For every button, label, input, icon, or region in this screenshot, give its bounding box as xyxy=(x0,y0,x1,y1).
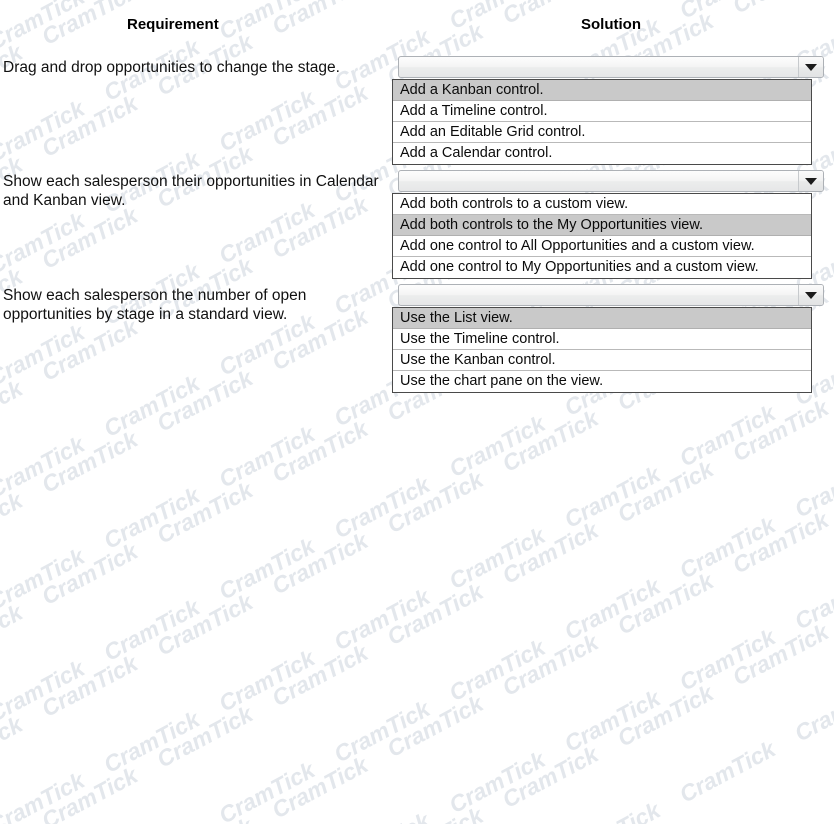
dropdown-toggle-button[interactable] xyxy=(798,57,823,77)
column-header-solution: Solution xyxy=(581,16,641,33)
solution-option-list[interactable]: Add a Kanban control. Add a Timeline con… xyxy=(392,79,812,165)
watermark-row: CramTickCramTickCramTickCramTickCramTick… xyxy=(383,618,833,824)
option-item[interactable]: Use the chart pane on the view. xyxy=(393,371,811,392)
solution-dropdown-group: Add a Kanban control. Add a Timeline con… xyxy=(392,56,824,165)
chevron-down-icon xyxy=(805,177,817,185)
option-item[interactable]: Add an Editable Grid control. xyxy=(393,122,811,143)
column-header-requirement: Requirement xyxy=(127,16,219,33)
option-item[interactable]: Use the Timeline control. xyxy=(393,329,811,350)
solution-option-list[interactable]: Use the List view. Use the Timeline cont… xyxy=(392,307,812,393)
chevron-down-icon xyxy=(805,63,817,71)
solution-select[interactable] xyxy=(398,56,824,78)
watermark-row: CramTickCramTickCramTickCramTickCramTick… xyxy=(330,562,834,824)
option-item[interactable]: Add a Timeline control. xyxy=(393,101,811,122)
chevron-down-icon xyxy=(805,291,817,299)
dropdown-toggle-button[interactable] xyxy=(798,285,823,305)
watermark-row: CramTickCramTickCramTickCramTickCramTick… xyxy=(560,674,834,824)
option-item[interactable]: Add both controls to a custom view. xyxy=(393,194,811,215)
question-page: Requirement Solution Drag and drop oppor… xyxy=(3,16,824,393)
option-item[interactable]: Add one control to My Opportunities and … xyxy=(393,257,811,278)
watermark-row: CramTickCramTickCramTickCramTickCramTick… xyxy=(99,450,834,824)
option-item[interactable]: Add both controls to the My Opportunitie… xyxy=(393,215,811,236)
dropdown-toggle-button[interactable] xyxy=(798,171,823,191)
option-item[interactable]: Use the List view. xyxy=(393,308,811,329)
option-item[interactable]: Add a Kanban control. xyxy=(393,80,811,101)
requirement-text: Show each salesperson the number of open… xyxy=(3,287,307,323)
solution-dropdown-group: Add both controls to a custom view. Add … xyxy=(392,170,824,279)
watermark-row: CramTickCramTickCramTickCramTickCramTick… xyxy=(153,506,833,824)
solution-select[interactable] xyxy=(398,284,824,306)
solution-select[interactable] xyxy=(398,170,824,192)
solution-dropdown-group: Use the List view. Use the Timeline cont… xyxy=(392,284,824,393)
requirement-text: Show each salesperson their opportunitie… xyxy=(3,173,379,209)
requirement-text: Drag and drop opportunities to change th… xyxy=(3,59,340,76)
option-item[interactable]: Use the Kanban control. xyxy=(393,350,811,371)
option-item[interactable]: Add a Calendar control. xyxy=(393,143,811,164)
solution-option-list[interactable]: Add both controls to a custom view. Add … xyxy=(392,193,812,279)
option-item[interactable]: Add one control to All Opportunities and… xyxy=(393,236,811,257)
